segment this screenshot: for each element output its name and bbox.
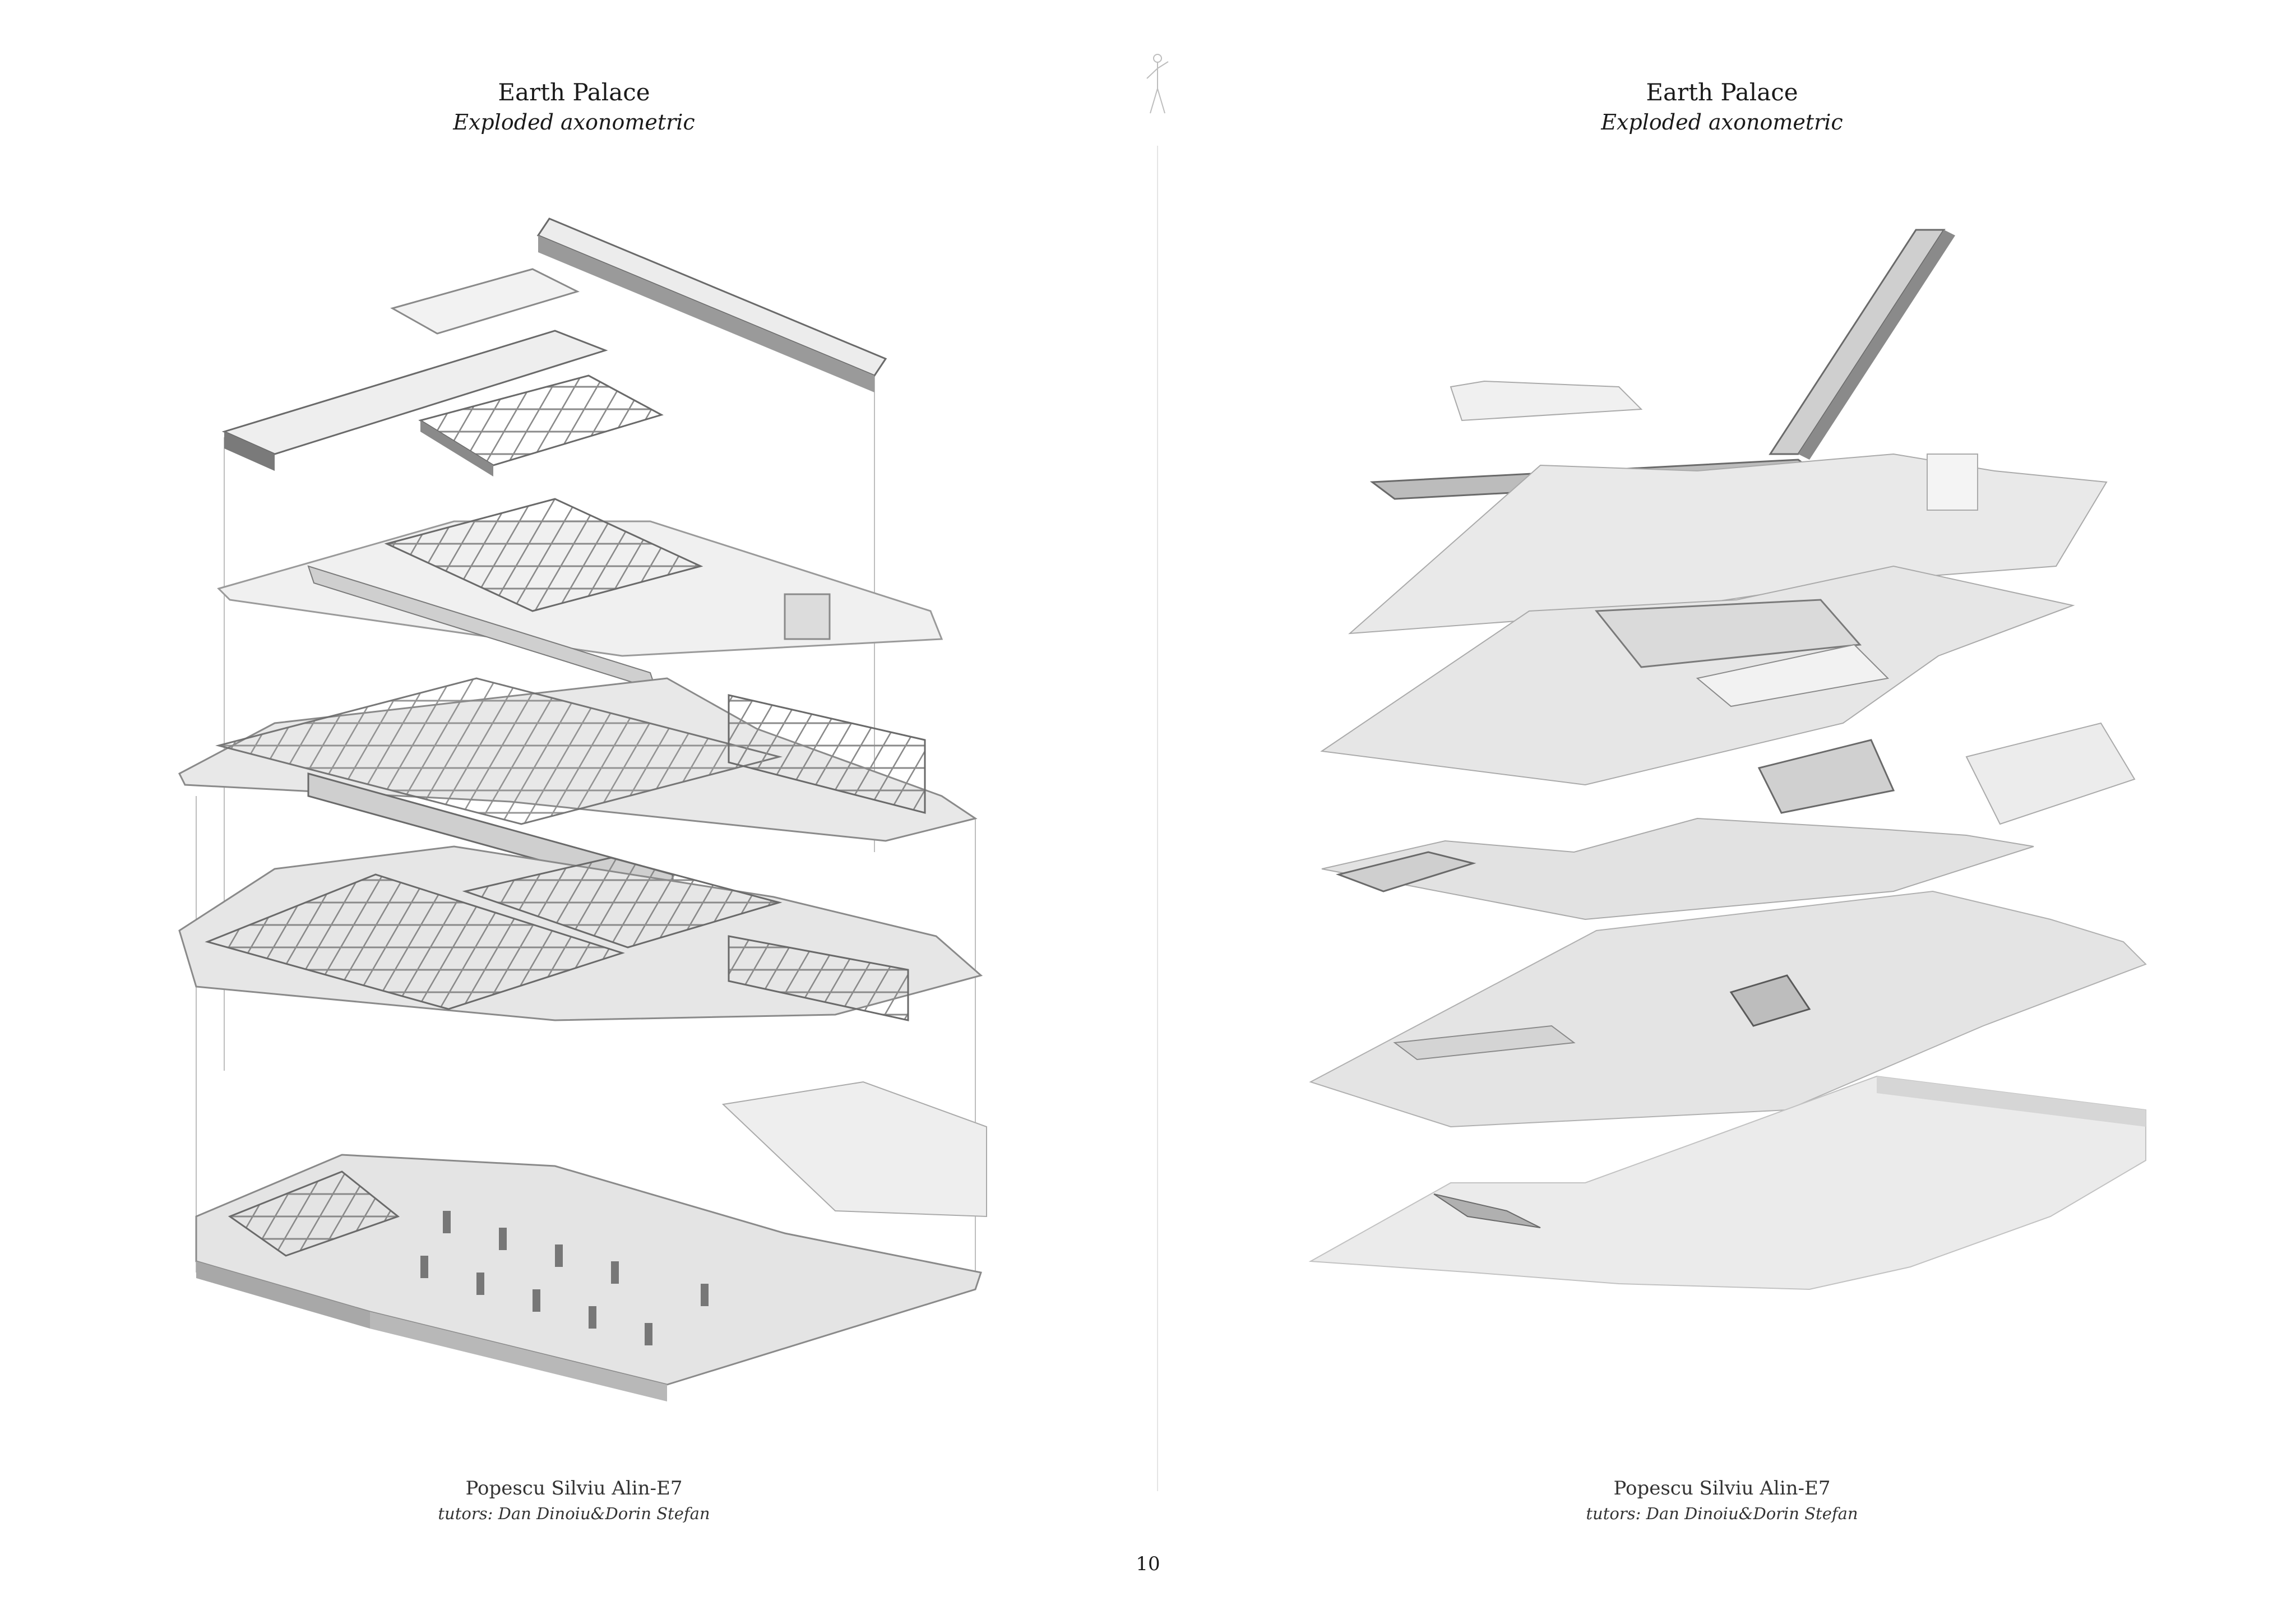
left-page-tutors: tutors: Dan Dinoiu&Dorin Stefan bbox=[438, 1504, 710, 1523]
right-page-subtitle: Exploded axonometric bbox=[1601, 110, 1843, 135]
left-page: Earth Palace Exploded axonometric bbox=[178, 78, 987, 1523]
page-number: 10 bbox=[1136, 1553, 1160, 1575]
human-figure-icon bbox=[1146, 54, 1169, 114]
right-page-title: Earth Palace bbox=[1646, 78, 1798, 106]
right-page: Earth Palace Exploded axonometric Popesc… bbox=[1148, 0, 2296, 1624]
right-page-tutors: tutors: Dan Dinoiu&Dorin Stefan bbox=[1586, 1504, 1858, 1523]
page-spine bbox=[1157, 146, 1158, 1491]
left-page-title: Earth Palace bbox=[498, 78, 650, 106]
exploded-axonometric-slabs-drawing bbox=[1308, 229, 2147, 1290]
left-page-subtitle: Exploded axonometric bbox=[453, 110, 695, 135]
left-page-author: Popescu Silviu Alin-E7 bbox=[465, 1477, 683, 1500]
exploded-axonometric-floor-plans-drawing bbox=[178, 218, 987, 1401]
right-page-author: Popescu Silviu Alin-E7 bbox=[1613, 1477, 1831, 1500]
